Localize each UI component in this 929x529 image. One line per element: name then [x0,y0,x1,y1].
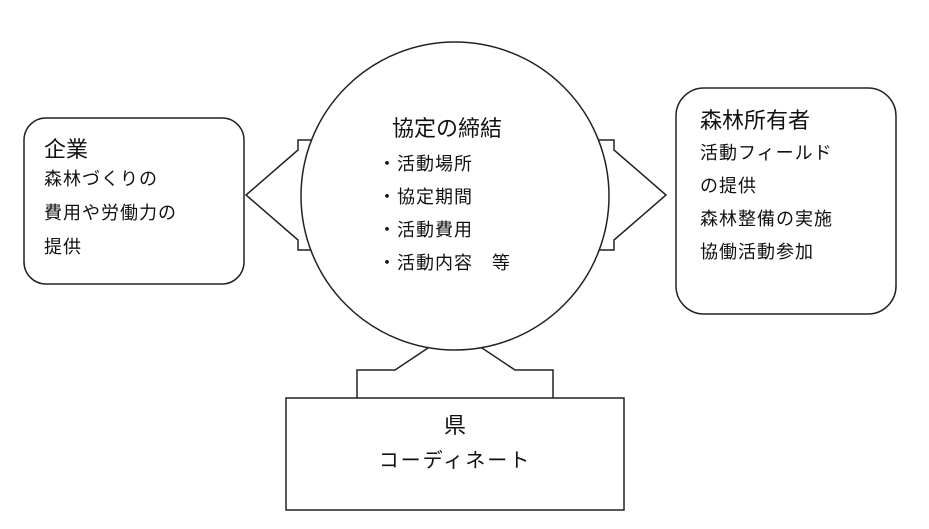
bottom-box-subtitle: コーディネート [378,448,532,472]
center-title: 協定の締結 [392,117,503,142]
center-item-cost: ・活動費用 [378,220,473,241]
left-box-line-3: 提供 [44,237,82,258]
arrow-right [592,139,668,251]
left-box-title: 企業 [44,138,89,163]
bottom-box [285,397,625,511]
right-box [675,87,897,315]
center-item-location: ・活動場所 [378,154,473,175]
arrow-left [244,139,320,251]
center-circle [300,41,610,351]
right-box-title: 森林所有者 [700,109,811,134]
right-box-line-3: 森林整備の実施 [700,209,833,230]
right-box-line-1: 活動フィールド [700,143,833,164]
bottom-box-title: 県 [443,414,466,439]
right-box-line-2: の提供 [700,176,757,197]
right-box-line-4: 協働活動参加 [700,242,814,263]
left-box-line-2: 費用や労働力の [44,203,177,224]
left-box [23,117,245,285]
left-box-line-1: 森林づくりの [44,169,158,190]
center-item-content: ・活動内容 等 [378,253,511,274]
center-item-period: ・協定期間 [378,187,473,208]
